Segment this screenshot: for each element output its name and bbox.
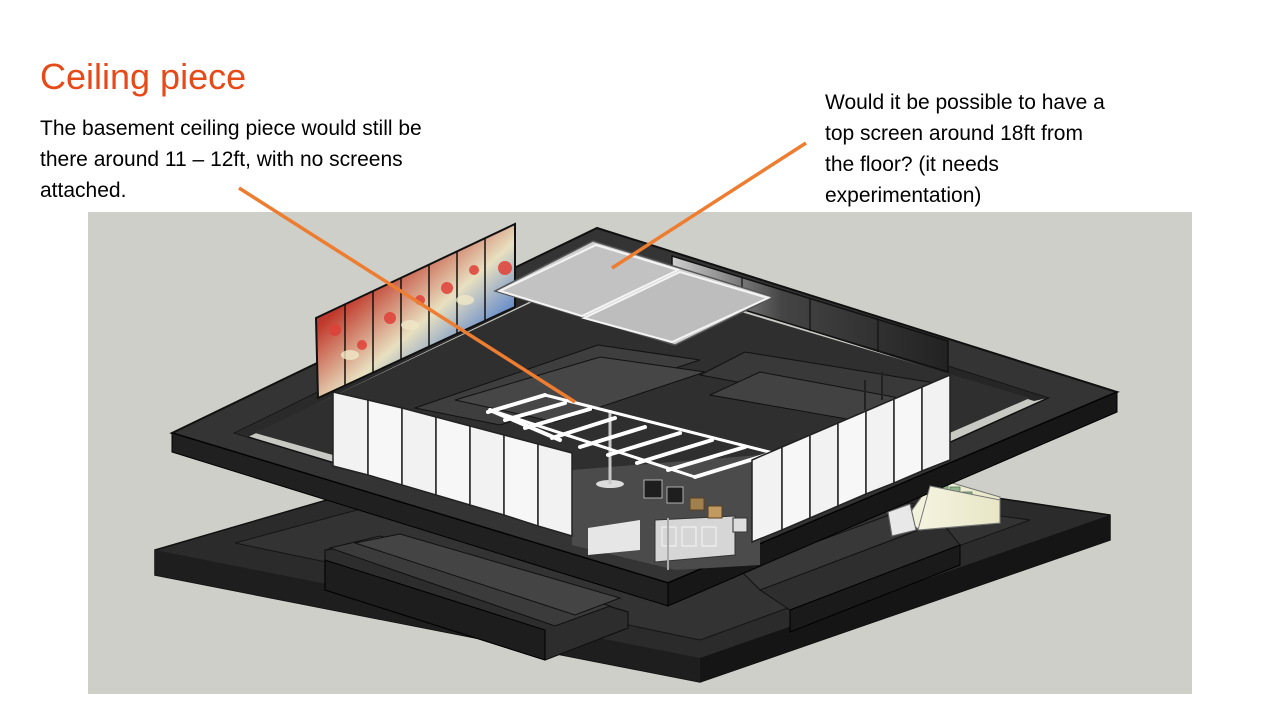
3d-model-render [88, 212, 1192, 694]
note-line: the floor? (it needs [825, 153, 999, 176]
note-line: there around 11 – 12ft, with no screens [40, 148, 403, 171]
note-line: The basement ceiling piece would still b… [40, 117, 422, 140]
left-wall-screens [332, 391, 573, 538]
slide-title: Ceiling piece [40, 56, 247, 97]
back-right-screens [671, 254, 949, 374]
venue-model-drawing [154, 222, 1120, 683]
note-line: experimentation) [825, 184, 982, 207]
note-line: top screen around 18ft from [825, 122, 1083, 145]
top-screen-question: Would it be possible to have a top scree… [825, 87, 1165, 211]
note-line: Would it be possible to have a [825, 91, 1105, 114]
front-bleachers [324, 533, 629, 661]
note-line: attached. [40, 179, 127, 202]
ceiling-piece-note: The basement ceiling piece would still b… [40, 113, 490, 206]
right-wall-screens [751, 372, 951, 544]
